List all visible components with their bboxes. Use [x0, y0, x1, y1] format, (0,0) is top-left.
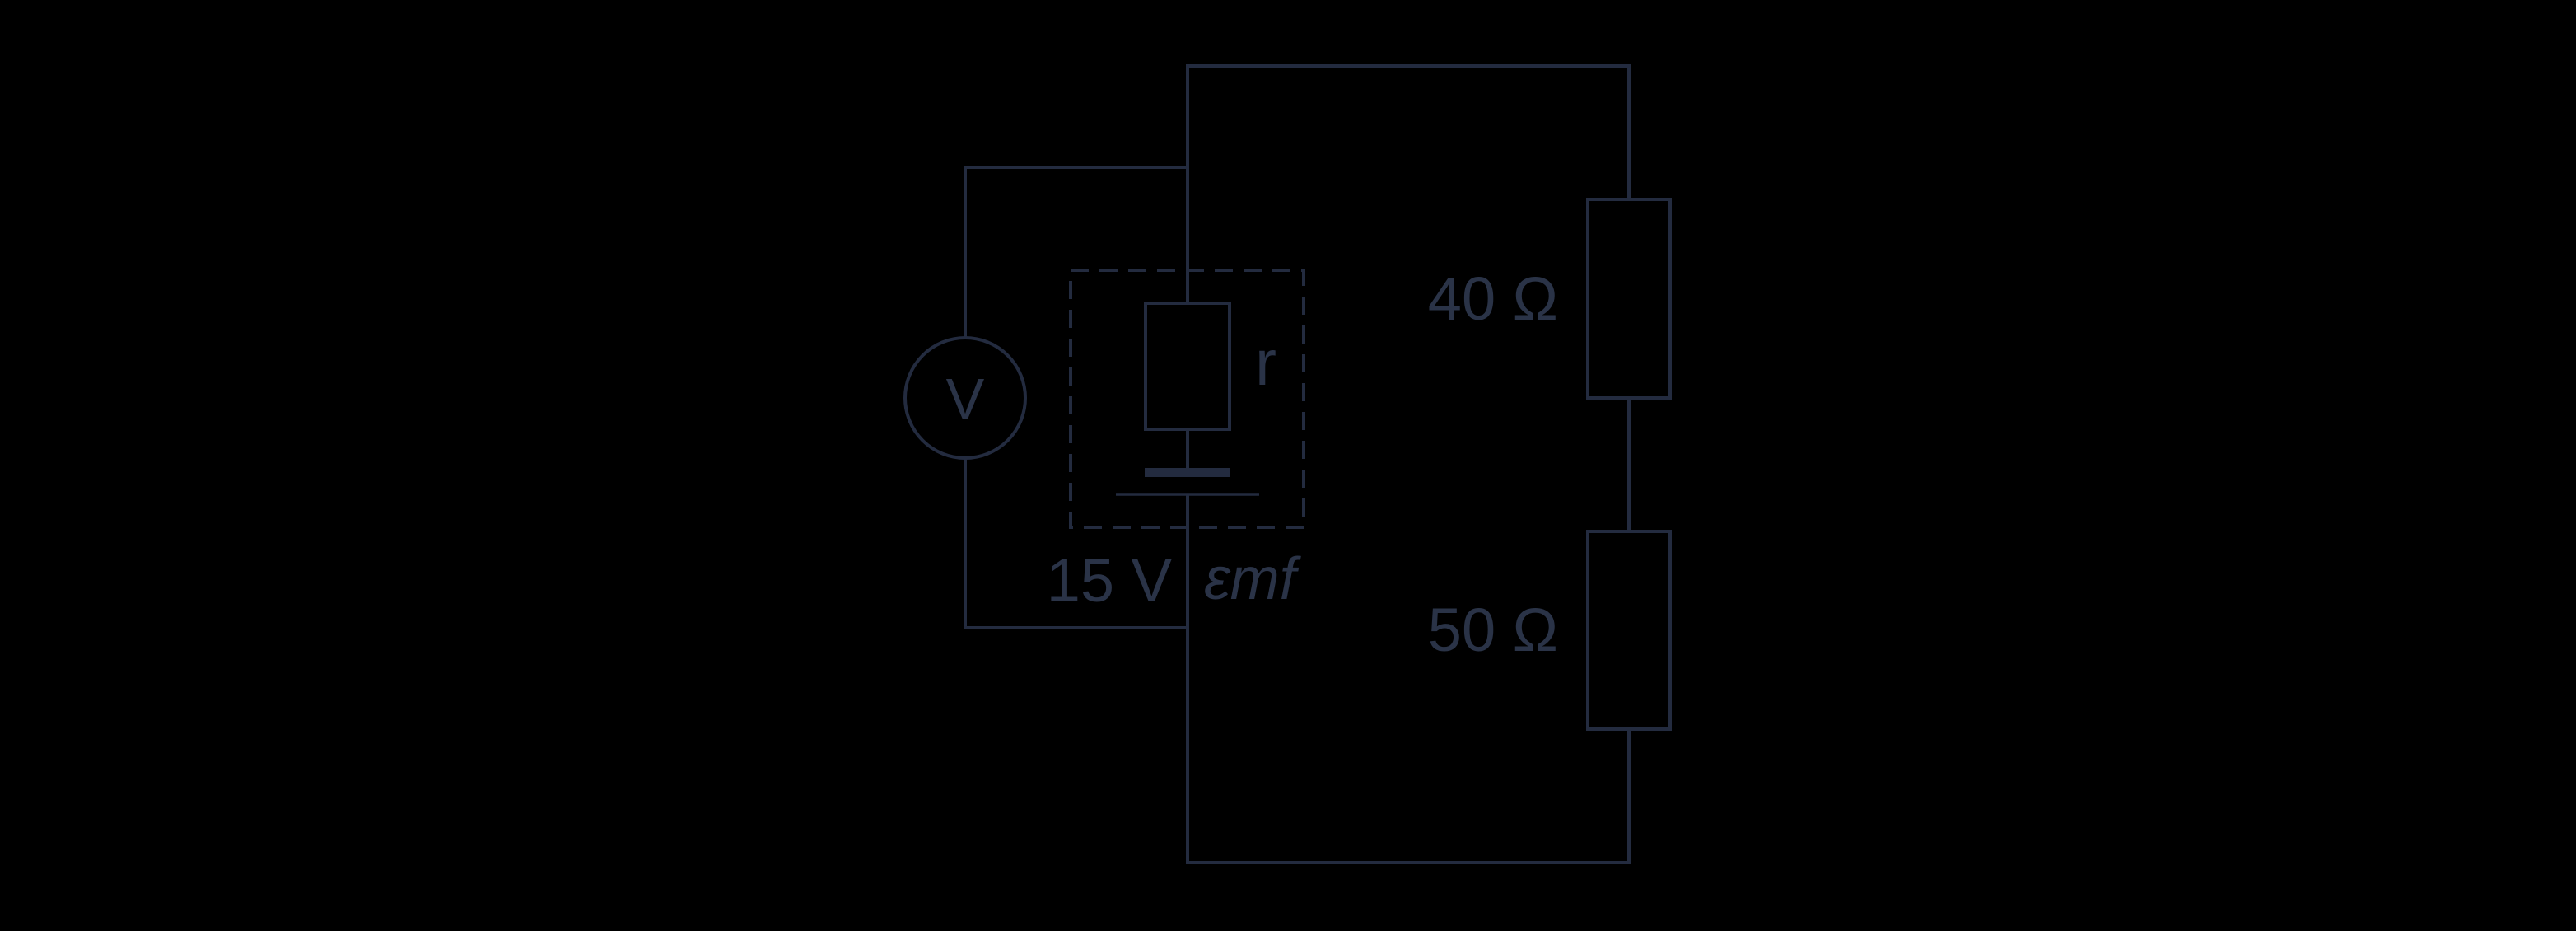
resistor-top-label: 40 Ω	[1428, 264, 1558, 333]
battery-boundary-dashed-box	[1069, 269, 1305, 529]
emf-symbol-label: εmf	[1204, 546, 1302, 612]
internal-resistance-label: r	[1255, 326, 1276, 399]
wire-voltmeter-top-branch	[964, 166, 1188, 338]
wire-main-loop-top	[1186, 64, 1631, 303]
resistor-bottom-body	[1586, 530, 1672, 731]
emf-value-label: 15 V	[1047, 546, 1173, 615]
voltmeter-circle	[903, 336, 1027, 460]
resistor-top-body	[1586, 198, 1672, 400]
wire-main-loop-bottom	[1186, 494, 1631, 864]
internal-resistor-body	[1144, 302, 1231, 431]
resistor-bottom-label: 50 Ω	[1428, 596, 1558, 664]
wire-voltmeter-bottom-branch	[964, 458, 1188, 629]
voltmeter-label: V	[946, 367, 985, 431]
battery-short-plate	[1145, 468, 1230, 477]
